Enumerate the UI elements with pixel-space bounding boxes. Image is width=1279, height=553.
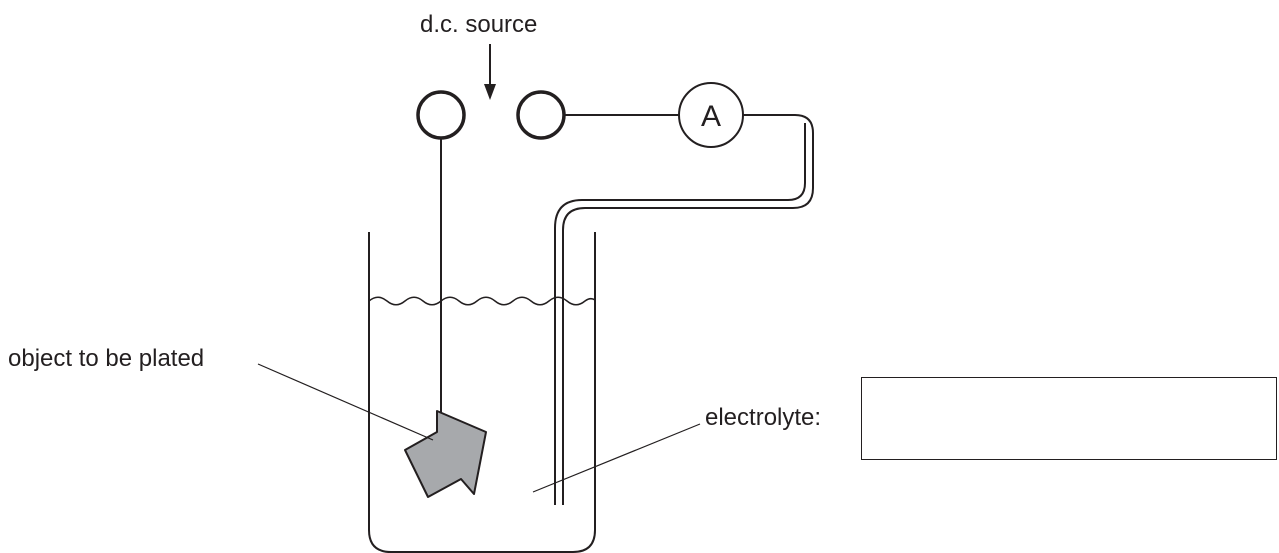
cathode-rod-inner-edge <box>554 123 806 505</box>
object-label: object to be plated <box>8 345 204 372</box>
electrolyte-surface <box>368 296 596 306</box>
right-terminal <box>516 90 566 140</box>
dc-source-label: d.c. source <box>420 11 537 38</box>
cathode-circuit-wire <box>562 114 814 505</box>
left-terminal <box>416 90 466 140</box>
object-label-leader <box>257 363 434 441</box>
object-to-be-plated <box>404 410 487 498</box>
beaker <box>368 232 596 553</box>
ammeter-label: A <box>701 100 721 133</box>
electrolyte-label: electrolyte: <box>705 404 821 431</box>
ammeter <box>678 82 744 148</box>
electrolyte-answer-box[interactable] <box>861 377 1277 460</box>
electrolyte-label-leader <box>532 423 701 493</box>
dc-source-arrow <box>484 44 496 100</box>
